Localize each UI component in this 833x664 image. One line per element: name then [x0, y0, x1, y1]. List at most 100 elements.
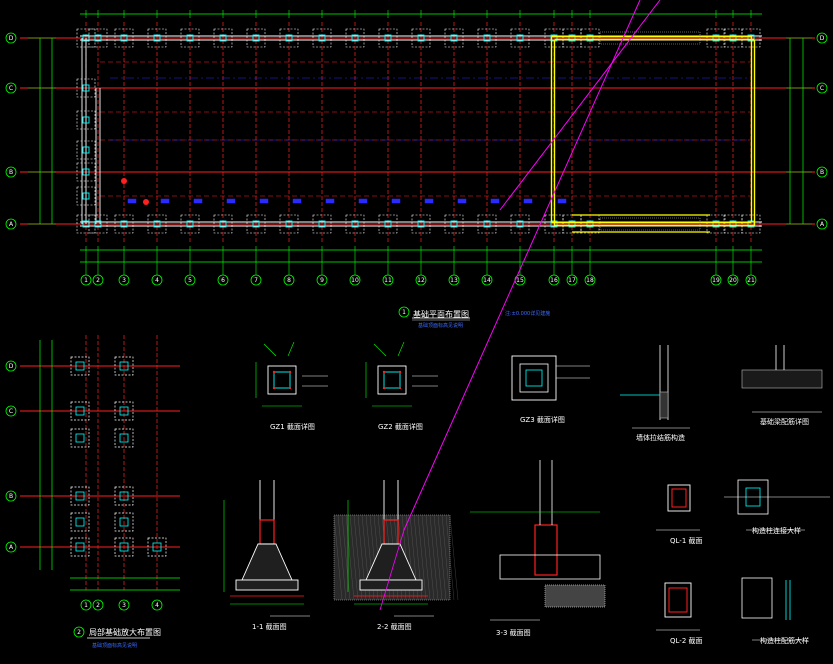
detail-footing [70, 512, 90, 532]
section-title-ql2: QL-2 截面 [670, 637, 703, 645]
gz-section-outline-1 [267, 365, 297, 395]
column-gz [252, 34, 260, 42]
axis-bubble-col-7-label: 7 [254, 277, 258, 284]
footing-outline [76, 140, 96, 160]
section33-base [499, 554, 601, 580]
column-gz [318, 220, 326, 228]
axis-bubble-col-2-label: 2 [96, 277, 100, 284]
hatch-line [333, 514, 343, 601]
section-title-joint2: 构造柱配筋大样 [760, 637, 809, 645]
footing-outline [510, 214, 530, 234]
plan-title: 基础平面布置图 [413, 310, 469, 319]
blue-tag [490, 198, 500, 204]
red-marker [143, 199, 149, 205]
footing-outline [723, 28, 743, 48]
footing-outline [345, 214, 365, 234]
column-gz [417, 220, 425, 228]
detail-axis-row-A-label: A [9, 544, 14, 551]
column-gz [568, 220, 576, 228]
rebar-dot [398, 370, 402, 374]
column-gz [568, 34, 576, 42]
hatch-line [441, 514, 451, 601]
axis-bubble-left-A [5, 218, 17, 230]
footing-outline [580, 28, 600, 48]
plan-note: 注:±0.000详见建施 [505, 311, 551, 317]
detail-axis-col-1-label: 1 [84, 602, 88, 609]
axis-bubble-col-3-label: 3 [122, 277, 126, 284]
blue-tag [391, 198, 401, 204]
detail-axis-row-B [5, 490, 17, 502]
footing-outline [345, 28, 365, 48]
footing-outline [147, 28, 167, 48]
detail-footing [114, 512, 134, 532]
axis-bubble-col-1-label: 1 [84, 277, 88, 284]
axis-bubble-col-1 [80, 274, 92, 286]
detail-axis-row-C [5, 405, 17, 417]
footing-outline [114, 214, 134, 234]
footing-base [359, 579, 423, 591]
plan-title-bubble [398, 306, 410, 318]
column-gz [318, 34, 326, 42]
column-gz [384, 220, 392, 228]
footing-outline [76, 186, 96, 206]
column-gz [82, 192, 90, 200]
column-gz [729, 34, 737, 42]
detail-column [119, 517, 129, 527]
section-title-pile: 基础梁配筋详图 [760, 418, 809, 426]
footing-outline [510, 28, 530, 48]
footing-outline [76, 162, 96, 182]
detail-axis-row-C-label: C [9, 408, 13, 415]
ql1-rebar [671, 488, 687, 508]
section-title-wall: 墙体拉结筋构造 [636, 434, 685, 442]
hatch-line [429, 514, 439, 601]
axis-bubble-col-14 [481, 274, 493, 286]
axis-bubble-col-6 [217, 274, 229, 286]
footing-outline [312, 28, 332, 48]
gz-section-outline-2 [377, 365, 407, 395]
section-1-1 [223, 480, 310, 617]
axis-bubble-right-A-label: A [820, 221, 825, 228]
rebar-dot [382, 370, 386, 374]
hatch-line [425, 514, 435, 601]
axis-bubble-col-16-label: 16 [550, 277, 558, 284]
gz3-rebar [525, 369, 543, 387]
column-gz [729, 220, 737, 228]
footing-outline [279, 214, 299, 234]
column-gz [586, 220, 594, 228]
section-title-2-2: 2-2 截面图 [377, 623, 412, 631]
detail-title-bubble-label: 2 [77, 629, 81, 636]
detail-subtitle: 基础顶面标高见说明 [92, 643, 138, 649]
blue-tag [325, 198, 335, 204]
detail-footing [114, 401, 134, 421]
axis-bubble-col-4 [151, 274, 163, 286]
footing-outline [76, 78, 96, 98]
footing-outline [723, 214, 743, 234]
ql1-outline [667, 484, 691, 512]
footing-outline [147, 214, 167, 234]
axis-bubble-right-D-label: D [820, 35, 825, 42]
axis-bubble-right-C [816, 82, 828, 94]
section-2-2 [333, 480, 459, 617]
axis-bubble-col-13 [448, 274, 460, 286]
detail-column [119, 491, 129, 501]
column-gz [712, 34, 720, 42]
hatch-line [417, 514, 427, 601]
axis-bubble-left-C-label: C [9, 85, 13, 92]
section-title-1-1: 1-1 截面图 [252, 623, 287, 631]
footing-outline [477, 214, 497, 234]
leader-line [263, 343, 277, 357]
ground-beam-rebar [259, 519, 275, 545]
column-gz [82, 116, 90, 124]
detail-column [119, 542, 129, 552]
footing-beam-detail [741, 369, 823, 389]
rebar-dot [382, 386, 386, 390]
blue-tag [193, 198, 203, 204]
joint2-outline [741, 577, 773, 619]
axis-bubble-col-9 [316, 274, 328, 286]
blue-tag [358, 198, 368, 204]
detail-footing [70, 356, 90, 376]
axis-bubble-col-5-label: 5 [188, 277, 192, 284]
section-title-gz3: GZ3 截面详图 [520, 416, 565, 424]
detail-axis-row-D-label: D [9, 363, 14, 370]
footing-outline [562, 28, 582, 48]
